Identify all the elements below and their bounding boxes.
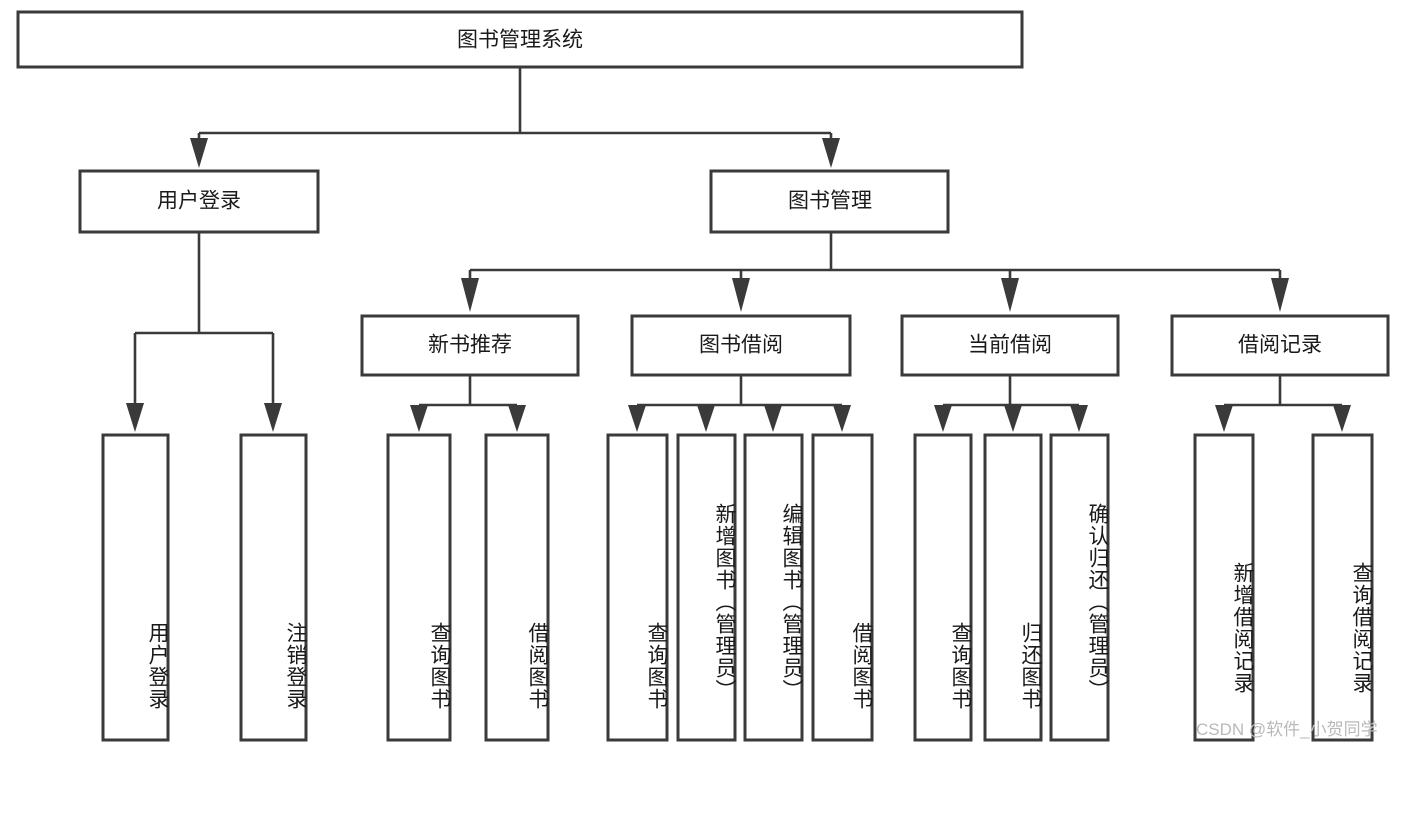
arrowhead-user-login — [190, 138, 208, 168]
arrowhead-leaf-return-book — [1004, 405, 1022, 432]
node-book-manage[interactable]: 图书管理 — [709, 169, 950, 234]
arrowhead-borrow-record — [1271, 278, 1289, 312]
connectors-bookmanage-to-level3 — [461, 232, 1289, 312]
arrowhead-leaf-user-login — [126, 403, 144, 432]
diagram-canvas: 图书管理系统 用户登录 图书管理 新书推荐 图书借阅 当前借阅 借阅记录 — [16, 10, 1390, 742]
node-leaf-return-book-box[interactable] — [983, 433, 1043, 742]
node-leaf-query-record-box[interactable] — [1311, 433, 1374, 742]
node-borrow-record-label: 借阅记录 — [1238, 334, 1322, 357]
node-borrow-record-box[interactable] — [1170, 314, 1390, 377]
arrowhead-leaf-query-book-2 — [628, 405, 646, 432]
node-new-book-rec[interactable]: 新书推荐 — [360, 314, 580, 377]
arrowhead-book-borrow — [732, 278, 750, 312]
arrowhead-leaf-edit-book — [764, 405, 782, 432]
node-book-manage-label: 图书管理 — [788, 190, 872, 213]
node-leaf-logout-box[interactable] — [239, 433, 308, 742]
node-leaf-borrow-book-2-box[interactable] — [811, 433, 874, 742]
node-borrow-record[interactable]: 借阅记录 — [1170, 314, 1390, 377]
arrowhead-leaf-add-book — [697, 405, 715, 432]
arrowhead-new-book-rec — [461, 278, 479, 312]
connectors-borrowrecord-to-leaves — [1215, 375, 1351, 432]
node-root-box[interactable] — [16, 10, 1024, 69]
node-book-manage-box[interactable] — [709, 169, 950, 234]
arrowhead-leaf-logout — [264, 403, 282, 432]
arrowhead-current-borrow — [1001, 278, 1019, 312]
node-leaf-user-login-box[interactable] — [101, 433, 170, 742]
connectors-userlogin-to-leaves — [126, 232, 282, 432]
node-leaf-query-book-3-box[interactable] — [913, 433, 973, 742]
node-new-book-rec-box[interactable] — [360, 314, 580, 377]
node-root-label: 图书管理系统 — [457, 29, 583, 52]
node-user-login-box[interactable] — [78, 169, 320, 234]
node-leaf-borrow-book-1-box[interactable] — [484, 433, 550, 742]
node-leaf-confirm-return-box[interactable] — [1049, 433, 1110, 742]
csdn-watermark: CSDN @软件_小贺同学 — [1196, 720, 1378, 739]
node-book-borrow-box[interactable] — [630, 314, 852, 377]
arrowhead-leaf-add-record — [1215, 405, 1233, 432]
arrowhead-leaf-borrow-book-2 — [833, 405, 851, 432]
arrowhead-leaf-query-book-3 — [934, 405, 952, 432]
node-root[interactable]: 图书管理系统 — [16, 10, 1024, 69]
node-leaf-query-book-1-box[interactable] — [386, 433, 452, 742]
arrowhead-leaf-query-book-1 — [410, 405, 428, 432]
node-book-borrow[interactable]: 图书借阅 — [630, 314, 852, 377]
connectors-newbookrec-to-leaves — [410, 375, 526, 432]
node-current-borrow-label: 当前借阅 — [968, 334, 1052, 357]
node-user-login-label: 用户登录 — [157, 190, 241, 213]
arrowhead-leaf-borrow-book-1 — [508, 405, 526, 432]
tree-diagram-svg: 图书管理系统 用户登录 图书管理 新书推荐 图书借阅 当前借阅 借阅记录 — [16, 10, 1390, 742]
arrowhead-leaf-confirm-return — [1070, 405, 1088, 432]
node-book-borrow-label: 图书借阅 — [699, 334, 783, 357]
node-current-borrow-box[interactable] — [900, 314, 1120, 377]
node-new-book-rec-label: 新书推荐 — [428, 334, 512, 357]
connectors-bookborrow-to-leaves — [628, 375, 851, 432]
connectors-root-to-level2 — [190, 67, 840, 168]
node-leaf-query-book-2-box[interactable] — [606, 433, 669, 742]
leaf-boxes — [101, 433, 1374, 742]
node-leaf-edit-book-box[interactable] — [743, 433, 804, 742]
arrowhead-leaf-query-record — [1333, 405, 1351, 432]
node-user-login[interactable]: 用户登录 — [78, 169, 320, 234]
connectors-currentborrow-to-leaves — [934, 375, 1088, 432]
node-leaf-add-record-box[interactable] — [1193, 433, 1255, 742]
node-leaf-add-book-box[interactable] — [676, 433, 737, 742]
arrowhead-book-manage — [822, 138, 840, 168]
node-current-borrow[interactable]: 当前借阅 — [900, 314, 1120, 377]
